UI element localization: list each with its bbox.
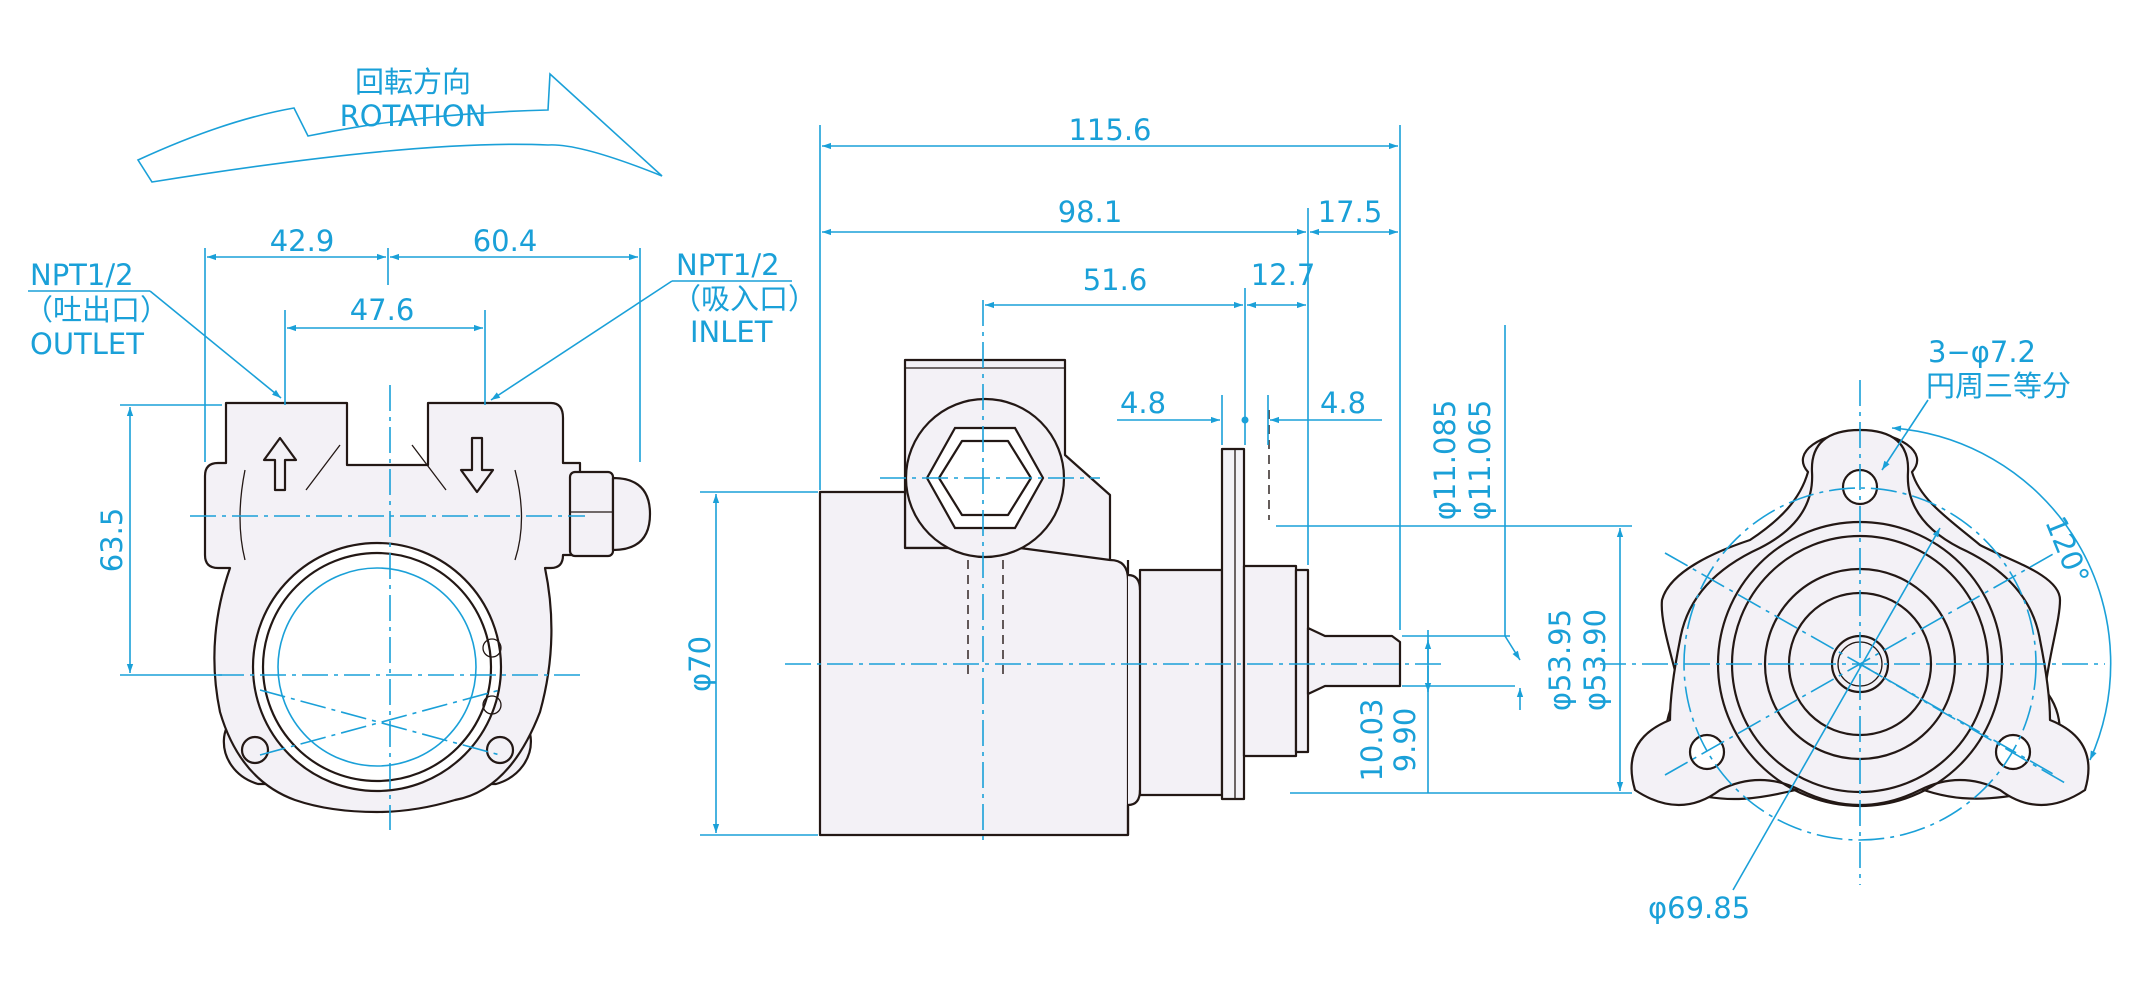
dim-4-8-left: 4.8	[1120, 386, 1166, 420]
dim-115-6: 115.6	[1068, 113, 1151, 147]
dim-42-9: 42.9	[270, 224, 335, 258]
side-flange	[1220, 447, 1246, 801]
dim-phi-11-065: φ11.065	[1463, 400, 1497, 521]
outlet-label-en: OUTLET	[30, 327, 144, 361]
front-cap	[611, 476, 652, 552]
dim-17-5: 17.5	[1318, 195, 1383, 229]
dim-10-03: 10.03	[1355, 698, 1389, 781]
front-nut	[568, 470, 615, 558]
rotation-label-en: ROTATION	[340, 99, 487, 133]
side-shaft	[1306, 626, 1402, 696]
dim-63-5: 63.5	[95, 508, 129, 573]
rotation-indicator: 回転方向 ROTATION	[136, 65, 663, 183]
outlet-thread: NPT1/2	[30, 258, 134, 292]
flange-holes-note: 円周三等分	[1926, 369, 2071, 403]
dim-60-4: 60.4	[473, 224, 538, 258]
outlet-arrow-icon	[262, 436, 298, 492]
dim-51-6: 51.6	[1083, 263, 1148, 297]
front-dimensions: 42.9 60.4 47.6 63.5 NPT1/2 （吐出口） OUTLET …	[24, 224, 817, 676]
dim-phi-11-085: φ11.085	[1428, 400, 1462, 521]
dim-4-8-right: 4.8	[1320, 386, 1366, 420]
flange-view	[1600, 380, 2105, 885]
side-dimensions: 115.6 98.1 17.5 51.6 12.7 4.8 4.8 φ70 φ1…	[683, 113, 1632, 836]
rotation-label-jp: 回転方向	[355, 65, 471, 99]
dim-98-1: 98.1	[1058, 195, 1123, 229]
inlet-label-en: INLET	[690, 315, 773, 349]
dim-47-6: 47.6	[350, 293, 415, 327]
flange-pcd: φ69.85	[1648, 891, 1750, 925]
front-pump-cover	[251, 541, 503, 793]
dim-phi-70: φ70	[683, 636, 717, 692]
dim-12-7: 12.7	[1251, 258, 1316, 292]
outlet-label-jp: （吐出口）	[24, 293, 169, 327]
inlet-arrow-icon	[459, 436, 495, 494]
dim-phi-53-90: φ53.90	[1578, 609, 1612, 711]
front-view	[190, 385, 652, 830]
flange-angle: 120°	[2038, 511, 2096, 589]
rotation-arrow-icon	[136, 72, 663, 183]
dim-9-90: 9.90	[1388, 708, 1422, 773]
inlet-label-jp: （吸入口）	[672, 282, 817, 316]
dim-phi-53-95: φ53.95	[1543, 609, 1577, 711]
side-view	[785, 300, 1445, 840]
side-pilot	[1242, 564, 1298, 758]
inlet-thread: NPT1/2	[676, 248, 780, 282]
flange-holes-callout: 3−φ7.2	[1928, 335, 2036, 369]
